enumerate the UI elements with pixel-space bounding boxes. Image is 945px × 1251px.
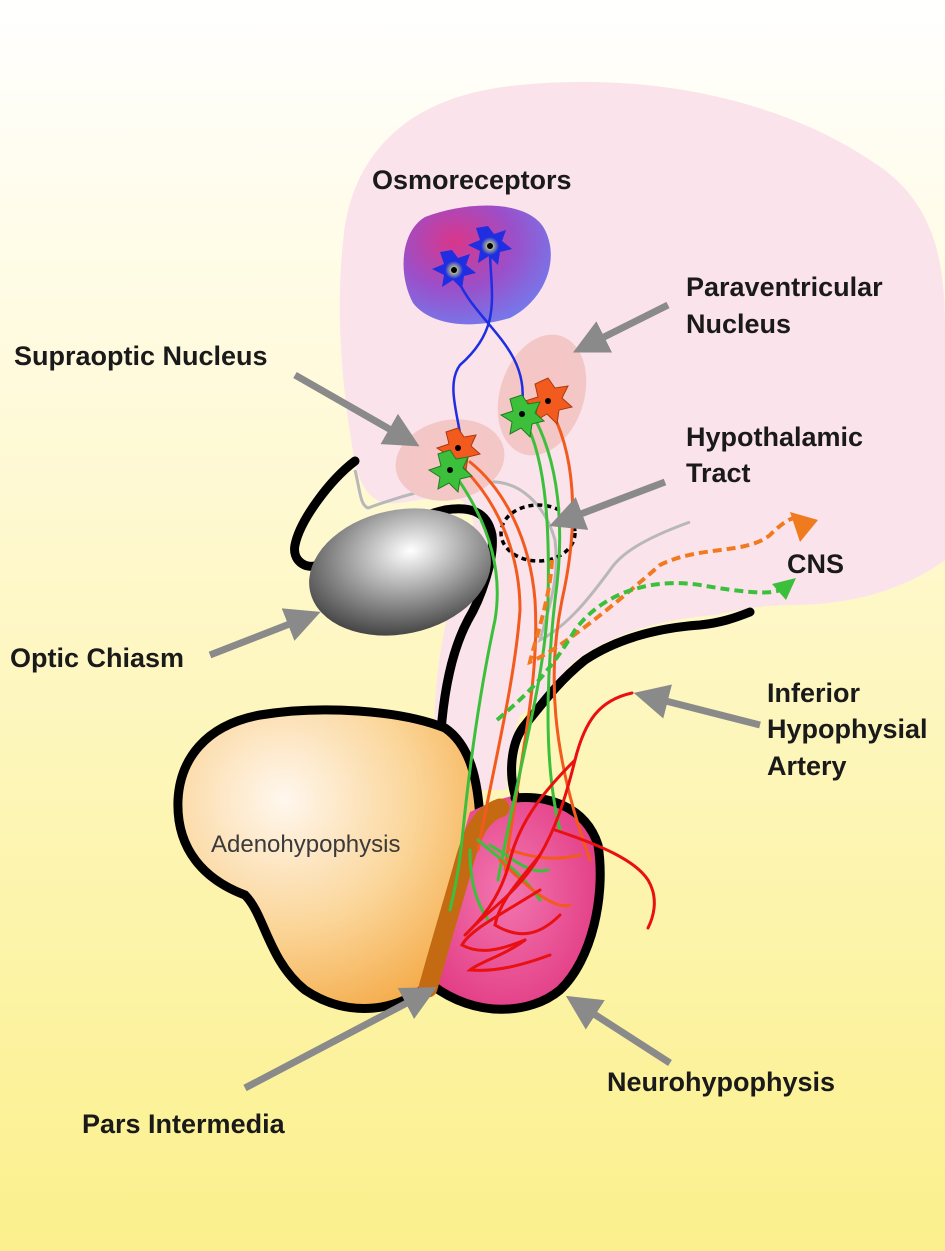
label-osmoreceptors: Osmoreceptors: [372, 165, 572, 195]
label-optic-chiasm: Optic Chiasm: [10, 643, 184, 673]
label-hypothalamic-line1: Hypothalamic: [686, 422, 863, 452]
label-paraventricular-line2: Nucleus: [686, 309, 791, 339]
label-inferior-line3: Artery: [767, 751, 847, 781]
label-adenohypophysis: Adenohypophysis: [211, 831, 400, 858]
label-paraventricular-line1: Paraventricular: [686, 272, 883, 302]
label-cns: CNS: [787, 549, 844, 579]
label-pars-intermedia: Pars Intermedia: [82, 1109, 286, 1139]
label-hypothalamic-line2: Tract: [686, 458, 751, 488]
label-inferior-line2: Hypophysial: [767, 714, 928, 744]
label-inferior-line1: Inferior: [767, 678, 861, 708]
label-neurohypophysis: Neurohypophysis: [607, 1067, 835, 1097]
label-supraoptic-nucleus: Supraoptic Nucleus: [14, 341, 268, 371]
